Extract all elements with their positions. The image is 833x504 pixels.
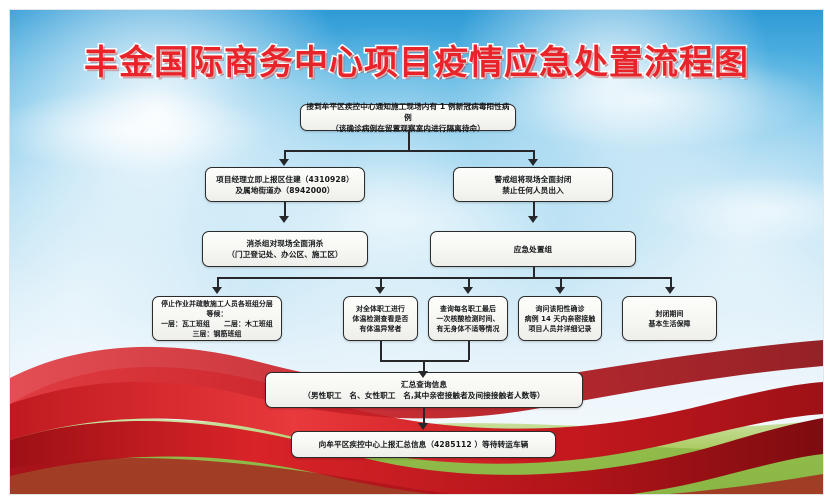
close-contact-node-line-2: 病例 14 天内亲密接触	[524, 314, 596, 323]
nucleic-acid-query-node-line-2: 一次核酸检测时间、	[436, 314, 500, 323]
disinfection-node-line-2: （门卫登记处、办公区、施工区）	[227, 250, 343, 259]
close-contact-node-line-3: 项目人员并详细记录	[528, 324, 592, 333]
report-node[interactable]: 项目经理立即上报区住建（4310928） 及属地街道办（8942000）	[205, 167, 365, 202]
arrow-to-n11	[418, 371, 428, 378]
report-node-line-2: 及属地街道办（8942000）	[235, 185, 335, 195]
arrow-to-n3	[528, 159, 538, 166]
nucleic-acid-query-node-line-1: 查询每名职工最后	[440, 304, 496, 313]
connector-n8-down	[468, 341, 470, 360]
page-title: 丰金国际商务中心项目疫情应急处置流程图	[83, 42, 750, 85]
arrow-to-n4	[279, 216, 289, 223]
living-support-node-line-2: 基本生活保障	[648, 319, 691, 328]
connector-spread-row4	[217, 277, 670, 279]
poster-title-container: 丰金国际商务中心项目疫情应急处置流程图	[10, 35, 823, 85]
summary-node-line-2: （男性职工 名、女性职工 名,其中亲密接触者及间接接触者人数等）	[303, 391, 545, 400]
arrow-to-n6	[212, 287, 222, 294]
arrow-to-n8	[463, 287, 473, 294]
seal-site-node-line-1: 警戒组将现场全面封闭	[494, 174, 572, 184]
connector-n7-down	[380, 341, 382, 360]
seal-site-node-line-2: 禁止任何人员出入	[502, 185, 564, 195]
connector-n3-n5	[533, 201, 535, 216]
temperature-check-node-line-2: 体温检测查看是否	[352, 314, 409, 323]
stop-work-node-line-2: 一层：瓦工班组 二层：木工班组	[161, 319, 273, 328]
temperature-check-node[interactable]: 对全体职工进行 体温检测查看是否 有体温异常者	[343, 296, 418, 341]
report-node-line-1: 项目经理立即上报区住建（4310928）	[216, 174, 354, 184]
nucleic-acid-query-node[interactable]: 查询每名职工最后 一次核酸检测时间、 有无身体不适等情况	[428, 296, 508, 341]
final-report-node-line-1: 向牟平区疾控中心上报汇总信息（4285112 ）等待转运车辆	[318, 440, 529, 449]
emergency-team-node[interactable]: 应急处置组	[430, 231, 636, 267]
connector-n1-down	[408, 130, 410, 150]
arrow-to-n2	[279, 159, 289, 166]
stop-work-node[interactable]: 停止作业并疏散施工人员各班组分层等候： 一层：瓦工班组 二层：木工班组 三层：钢…	[152, 296, 282, 341]
disinfection-node[interactable]: 消杀组对现场全面消杀 （门卫登记处、办公区、施工区）	[202, 231, 368, 267]
temperature-check-node-line-3: 有体温异常者	[359, 324, 402, 333]
notification-node[interactable]: 接到牟平区疾控中心通知施工现场内有 1 例新冠病毒阳性病例 （该确诊病例在留置观…	[300, 102, 516, 133]
nucleic-acid-query-node-line-3: 有无身体不适等情况	[436, 324, 500, 333]
arrow-to-n12	[418, 423, 428, 430]
close-contact-node-line-1: 询问该阳性确诊	[535, 304, 585, 313]
connector-n11-n12	[423, 408, 425, 424]
living-support-node-line-1: 封闭期间	[655, 309, 684, 318]
arrow-to-n7	[375, 287, 385, 294]
living-support-node[interactable]: 封闭期间 基本生活保障	[622, 296, 717, 341]
arrow-to-n5	[528, 216, 538, 223]
stop-work-node-line-3: 三层：钢筋班组	[192, 329, 242, 338]
emergency-team-node-line-1: 应急处置组	[513, 244, 553, 254]
arrow-to-n10	[665, 287, 675, 294]
poster-frame: 丰金国际商务中心项目疫情应急处置流程图	[9, 9, 824, 495]
temperature-check-node-line-1: 对全体职工进行	[356, 304, 405, 313]
connector-n2-n4	[284, 201, 286, 216]
close-contact-node[interactable]: 询问该阳性确诊 病例 14 天内亲密接触 项目人员并详细记录	[518, 296, 602, 341]
final-report-node[interactable]: 向牟平区疾控中心上报汇总信息（4285112 ）等待转运车辆	[291, 431, 556, 458]
seal-site-node[interactable]: 警戒组将现场全面封闭 禁止任何人员出入	[453, 167, 613, 202]
notification-node-line-1: 接到牟平区疾控中心通知施工现场内有 1 例新冠病毒阳性病例	[306, 102, 510, 122]
stop-work-node-line-1: 停止作业并疏散施工人员各班组分层等候：	[161, 299, 273, 318]
disinfection-node-line-1: 消杀组对现场全面消杀	[246, 239, 324, 248]
arrow-to-n9	[555, 287, 565, 294]
connector-n5-down	[533, 267, 535, 277]
summary-node-line-1: 汇总查询信息	[400, 380, 448, 389]
connector-split-row2	[284, 150, 534, 152]
